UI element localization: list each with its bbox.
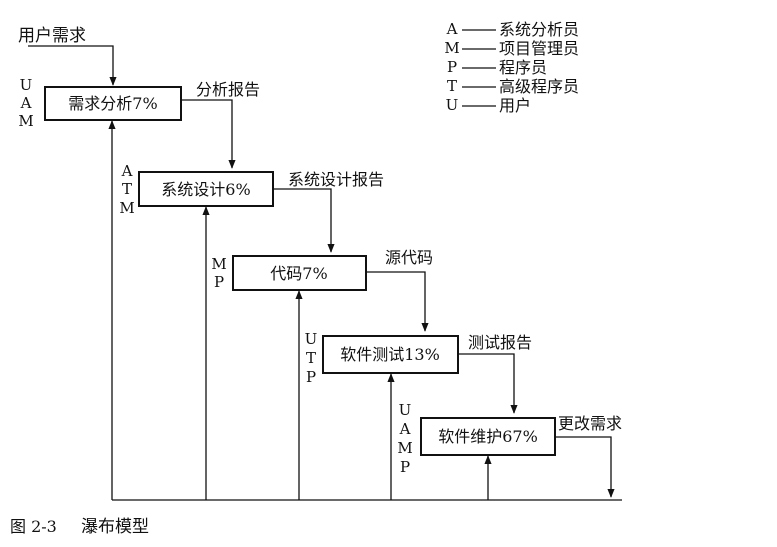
role-letter: M bbox=[211, 255, 226, 273]
flow-arrow bbox=[181, 99, 236, 169]
role-letter: T bbox=[122, 180, 132, 198]
flow-arrow bbox=[366, 271, 429, 332]
phase-box-requirements bbox=[44, 86, 182, 121]
output-label-design: 系统设计报告 bbox=[288, 170, 384, 189]
legend-key: M bbox=[444, 39, 459, 57]
caption-number: 图 2-3 bbox=[10, 517, 57, 536]
role-letter: U bbox=[305, 330, 318, 348]
role-letter: P bbox=[214, 273, 224, 291]
role-letter: T bbox=[306, 349, 316, 367]
role-letter: A bbox=[121, 162, 133, 180]
legend-key: T bbox=[447, 77, 457, 95]
legend-key: A bbox=[446, 20, 458, 38]
phase-label-requirements: 需求分析7% bbox=[68, 94, 157, 113]
legend-key: P bbox=[447, 58, 457, 76]
role-letter: M bbox=[119, 199, 134, 217]
phase-box-design bbox=[138, 171, 274, 207]
role-letter: A bbox=[399, 420, 411, 438]
legend-value: 项目管理员 bbox=[499, 39, 579, 58]
role-letter: U bbox=[20, 76, 33, 94]
role-letter: M bbox=[397, 439, 412, 457]
role-letter: M bbox=[18, 112, 33, 130]
phase-box-coding bbox=[232, 255, 367, 291]
phase-label-coding: 代码7% bbox=[270, 264, 327, 283]
legend-value: 用户 bbox=[499, 96, 531, 115]
phase-label-testing: 软件测试13% bbox=[340, 345, 440, 364]
output-label-coding: 源代码 bbox=[385, 248, 433, 267]
role-letter: P bbox=[400, 458, 410, 476]
flow-arrow bbox=[273, 188, 335, 253]
legend: A 系统分析员 M 项目管理员 P 程序员 T 高级程序员 U 用户 bbox=[444, 20, 579, 115]
phase-label-maintenance: 软件维护67% bbox=[438, 427, 538, 446]
legend-key: U bbox=[446, 96, 459, 114]
input-arrow bbox=[28, 45, 117, 86]
legend-value: 系统分析员 bbox=[499, 20, 579, 39]
phase-label-design: 系统设计6% bbox=[161, 180, 250, 199]
output-label-maintenance: 更改需求 bbox=[558, 414, 622, 433]
input-label: 用户需求 bbox=[18, 26, 86, 46]
role-letter: A bbox=[20, 94, 32, 112]
output-label-requirements: 分析报告 bbox=[196, 80, 260, 99]
legend-value: 高级程序员 bbox=[499, 77, 579, 96]
flow-arrow bbox=[458, 353, 518, 414]
role-letter: U bbox=[399, 401, 412, 419]
caption-title: 瀑布模型 bbox=[81, 517, 149, 537]
legend-value: 程序员 bbox=[499, 58, 547, 77]
output-label-testing: 测试报告 bbox=[468, 333, 532, 352]
phase-box-maintenance bbox=[420, 417, 556, 456]
flow-arrow bbox=[555, 436, 615, 498]
role-letter: P bbox=[306, 368, 316, 386]
